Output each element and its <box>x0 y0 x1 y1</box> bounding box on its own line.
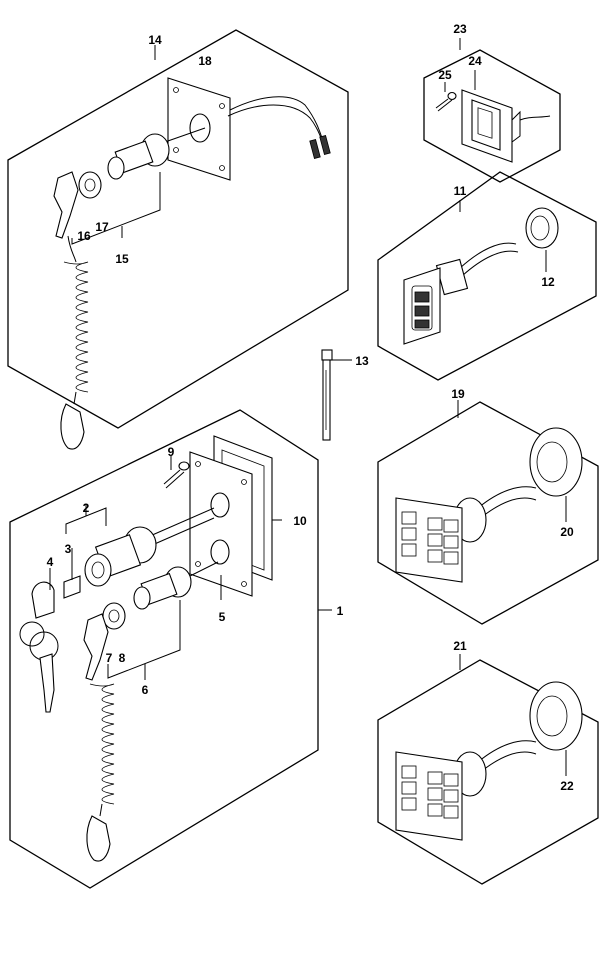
callout-8: 8 <box>119 651 126 665</box>
callout-3: 3 <box>65 542 72 556</box>
callout-25: 25 <box>438 68 452 82</box>
nut-17 <box>78 171 102 199</box>
callout-7: 7 <box>106 651 113 665</box>
callout-21: 21 <box>453 639 467 653</box>
callout-labels: 14 18 17 16 15 23 24 25 11 12 13 19 20 9… <box>47 22 574 793</box>
callout-13: 13 <box>355 354 369 368</box>
lanyard-16 <box>53 171 89 450</box>
callout-12: 12 <box>541 275 555 289</box>
nut-22 <box>529 681 583 776</box>
callout-11: 11 <box>454 184 467 198</box>
kit-21-group <box>377 654 599 885</box>
cable-tie-13 <box>321 349 352 441</box>
kit-1-frame <box>9 409 319 889</box>
callout-2: 2 <box>83 501 90 515</box>
ignition-switch <box>84 507 215 587</box>
callout-1: 1 <box>337 604 344 618</box>
screw-25 <box>435 82 457 112</box>
wire-harness <box>229 96 326 149</box>
mounting-plate-5 <box>189 451 253 600</box>
stop-switch-body <box>107 127 206 180</box>
nut-12 <box>525 207 559 272</box>
callout-19: 19 <box>451 387 465 401</box>
callout-16: 16 <box>77 229 91 243</box>
kit-23-group <box>423 38 561 183</box>
kit-23-frame <box>423 49 561 183</box>
callout-14: 14 <box>148 33 162 47</box>
switch-panel-11 <box>403 242 519 345</box>
callout-24: 24 <box>468 54 482 68</box>
screw-9 <box>163 455 190 489</box>
keys-3-4 <box>19 575 81 713</box>
callout-4: 4 <box>47 555 54 569</box>
callout-5: 5 <box>219 610 226 624</box>
kit-19-group <box>377 400 599 625</box>
callout-20: 20 <box>560 525 574 539</box>
kit-19-frame <box>377 401 599 625</box>
callout-23: 23 <box>453 22 467 36</box>
callout-17: 17 <box>95 220 109 234</box>
callout-22: 22 <box>560 779 574 793</box>
nut-20 <box>529 427 583 522</box>
stop-switch-6 <box>133 561 219 610</box>
lanyard-7 <box>83 613 115 862</box>
multi-switch-panel-19 <box>395 486 537 583</box>
mounting-plate-18 <box>167 77 231 181</box>
rocker-switch-24 <box>461 70 551 163</box>
nut-8 <box>102 602 126 630</box>
multi-switch-panel-21 <box>395 740 537 841</box>
callout-6: 6 <box>142 683 149 697</box>
callout-9: 9 <box>168 445 175 459</box>
kit-14-group <box>7 29 349 450</box>
kit-11-frame <box>377 171 597 381</box>
kit-1-group <box>9 409 332 889</box>
kit-21-frame <box>377 659 599 885</box>
callout-18: 18 <box>198 54 212 68</box>
kit-11-group <box>377 171 597 381</box>
callout-15: 15 <box>115 252 129 266</box>
kit-14-frame <box>7 29 349 429</box>
callout-10: 10 <box>293 514 307 528</box>
